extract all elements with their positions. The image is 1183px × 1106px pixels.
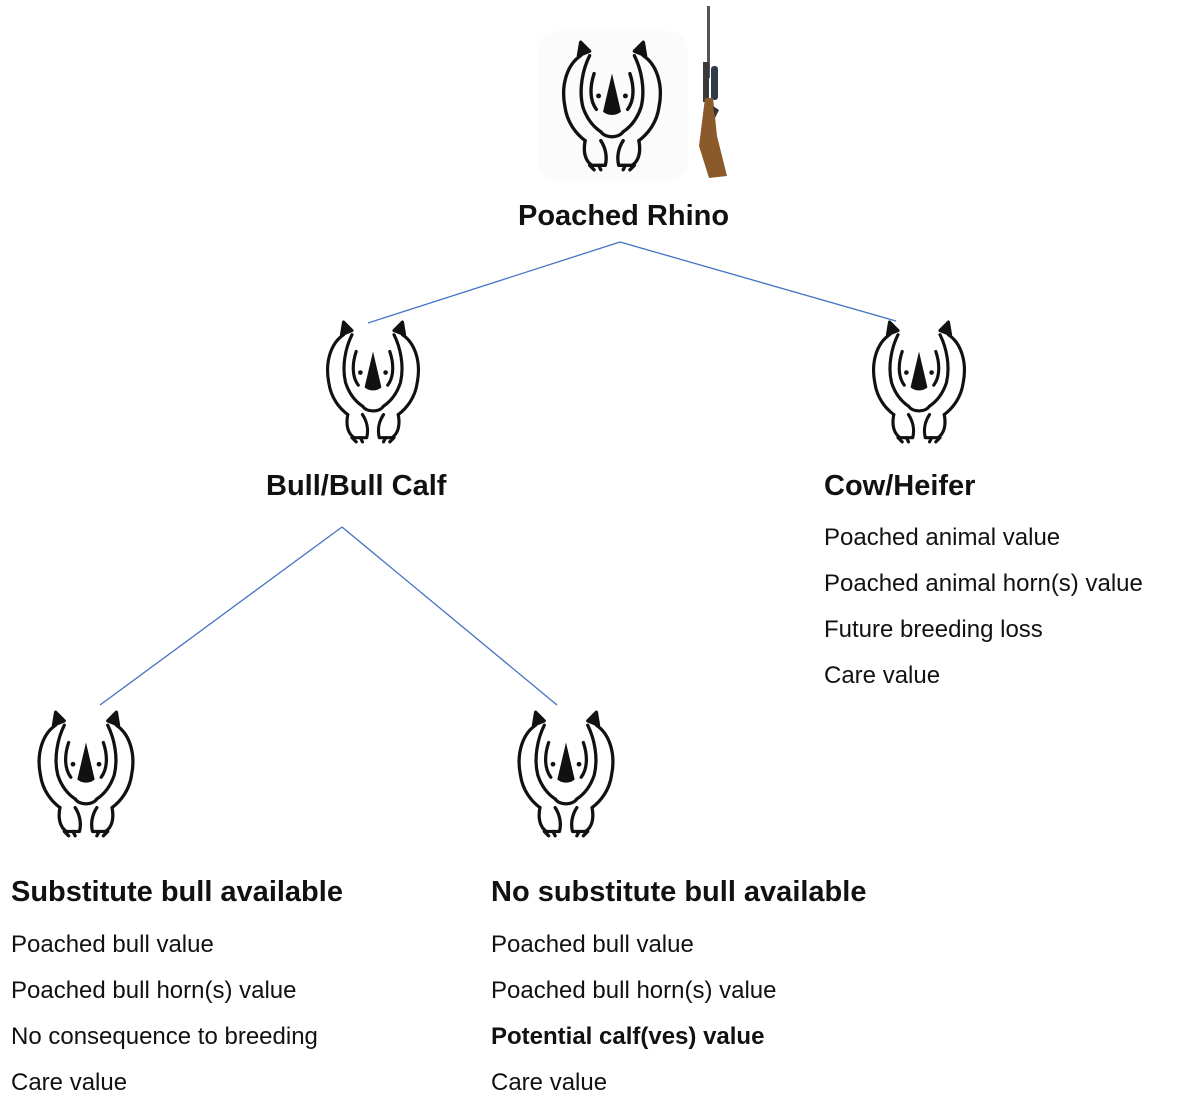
rhino-icon [562,40,662,172]
list-item: Poached bull value [491,931,694,958]
list-item: Poached bull horn(s) value [11,977,297,1004]
rhino-icon [37,710,135,838]
no-substitute-value-list: Poached bull value Poached bull horn(s) … [491,922,777,1106]
rhino-icon [326,320,420,444]
list-item: Care value [491,1069,608,1096]
root-node-title: Poached Rhino [518,200,730,232]
connector-root-bull [367,241,621,324]
list-item: Poached animal value [824,524,1061,551]
list-item-highlighted: Potential calf(ves) value [491,1023,765,1050]
cow-node-title: Cow/Heifer [824,470,976,502]
list-item: Care value [11,1069,128,1096]
bull-node-title: Bull/Bull Calf [266,470,447,502]
no-substitute-node-title: No substitute bull available [491,876,867,908]
connector-bull-no-substitute [341,526,558,706]
connector-root-cow [619,241,897,322]
substitute-node-title: Substitute bull available [11,876,343,908]
list-item: Poached animal horn(s) value [824,570,1143,597]
list-item: Care value [824,662,941,689]
rhino-icon [872,320,966,444]
rifle-icon [699,6,727,178]
substitute-value-list: Poached bull value Poached bull horn(s) … [11,922,318,1106]
list-item: No consequence to breeding [11,1023,318,1050]
cow-value-list: Poached animal value Poached animal horn… [824,515,1143,699]
list-item: Poached bull horn(s) value [491,977,777,1004]
connector-bull-substitute [99,526,343,706]
list-item: Future breeding loss [824,616,1043,643]
list-item: Poached bull value [11,931,214,958]
rhino-icon [517,710,615,838]
